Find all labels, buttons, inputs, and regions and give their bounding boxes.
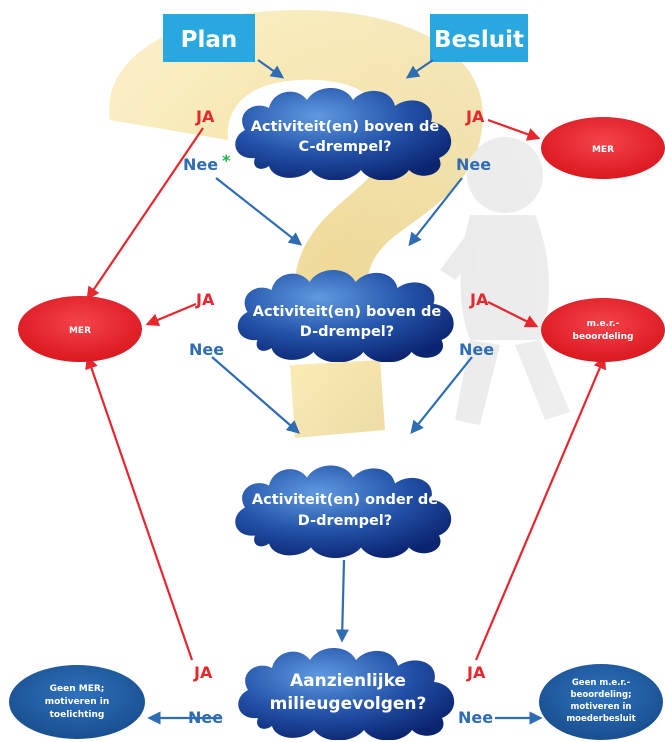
besluit-header: Besluit bbox=[430, 14, 528, 62]
outcome-mer-right: MER bbox=[541, 117, 665, 179]
arrow-q1-besluit-ja bbox=[487, 118, 541, 141]
red-arrows bbox=[85, 118, 606, 661]
nee-label-q4-plan: Nee bbox=[188, 708, 223, 727]
q1-line2: C-drempel? bbox=[298, 139, 391, 155]
nee-label-q1-plan: Nee bbox=[183, 155, 218, 174]
q4-line1: Aanzienlijke bbox=[290, 671, 406, 691]
outcome-mer-left: MER bbox=[18, 296, 142, 362]
ja-label-q1-besluit: JA bbox=[465, 107, 485, 126]
arrow-plan-to-q1 bbox=[257, 59, 285, 79]
mer-right-label: MER bbox=[592, 145, 614, 155]
q2-line1: Activiteit(en) boven de bbox=[253, 304, 442, 320]
nee-label-q1-besluit: Nee bbox=[456, 155, 491, 174]
q3-line2: D-drempel? bbox=[298, 513, 392, 529]
mer-left-label: MER bbox=[69, 326, 91, 336]
question-cloud-milieugevolgen: Aanzienlijke milieugevolgen? bbox=[238, 648, 455, 740]
geen-mer-line2: motiveren in bbox=[45, 697, 110, 707]
ja-label-q4-plan: JA bbox=[193, 663, 213, 682]
mer-beoordeling-line1: m.e.r.- bbox=[587, 319, 620, 329]
question-cloud-onder-d-drempel: Activiteit(en) onder de D-drempel? bbox=[235, 465, 452, 558]
q1-line1: Activiteit(en) boven de bbox=[251, 119, 440, 135]
q4-line2: milieugevolgen? bbox=[270, 694, 427, 714]
question-cloud-d-drempel: Activiteit(en) boven de D-drempel? bbox=[237, 270, 454, 362]
arrow-q2-besluit-nee bbox=[410, 356, 473, 435]
blue-arrows bbox=[147, 59, 543, 725]
ja-label-q1-plan: JA bbox=[195, 107, 215, 126]
arrow-q1-plan-nee bbox=[215, 177, 303, 246]
arrow-q2-besluit-ja bbox=[487, 301, 539, 328]
arrow-q4-plan-ja bbox=[85, 355, 194, 661]
arrow-q2-plan-nee bbox=[211, 356, 300, 434]
nee-label-q2-plan: Nee bbox=[189, 340, 224, 359]
geen-mer-line3: toelichting bbox=[50, 710, 105, 720]
outcome-geen-mer-beoordeling: Geen m.e.r.- beoordeling; motiveren in m… bbox=[539, 664, 663, 740]
nee-asterisk: * bbox=[222, 151, 231, 170]
arrow-q1-besluit-nee bbox=[408, 177, 463, 247]
ja-label-q4-besluit: JA bbox=[466, 663, 486, 682]
question-cloud-c-drempel: Activiteit(en) boven de C-drempel? bbox=[235, 88, 452, 180]
q3-line1: Activiteit(en) onder de bbox=[252, 492, 438, 508]
arrow-besluit-to-q1 bbox=[405, 59, 434, 79]
q2-line2: D-drempel? bbox=[300, 324, 394, 340]
geen-mer-beoordeling-line1: Geen m.e.r.- bbox=[572, 678, 631, 688]
nee-label-q4-besluit: Nee bbox=[458, 708, 493, 727]
arrow-q1-plan-ja bbox=[86, 127, 204, 301]
ja-labels: JA JA JA JA JA JA bbox=[193, 107, 489, 682]
mer-beoordeling-line2: beoordeling bbox=[573, 332, 634, 342]
ja-label-q2-plan: JA bbox=[195, 290, 215, 309]
ja-label-q2-besluit: JA bbox=[469, 290, 489, 309]
geen-mer-beoordeling-line4: moederbesluit bbox=[566, 714, 635, 724]
besluit-label: Besluit bbox=[434, 27, 524, 53]
outcome-geen-mer: Geen MER; motiveren in toelichting bbox=[9, 665, 145, 739]
arrow-q3-to-q4 bbox=[335, 559, 349, 643]
arrow-q2-plan-ja bbox=[145, 302, 197, 327]
geen-mer-beoordeling-line2: beoordeling; bbox=[571, 690, 632, 700]
geen-mer-line1: Geen MER; bbox=[50, 684, 105, 694]
nee-labels: Nee * Nee Nee Nee Nee Nee bbox=[183, 151, 494, 727]
plan-header: Plan bbox=[163, 14, 255, 62]
plan-label: Plan bbox=[181, 27, 238, 53]
nee-label-q2-besluit: Nee bbox=[459, 340, 494, 359]
outcome-mer-beoordeling: m.e.r.- beoordeling bbox=[541, 298, 665, 362]
geen-mer-beoordeling-line3: motiveren in bbox=[571, 702, 632, 712]
arrow-q4-besluit-ja bbox=[474, 355, 606, 661]
